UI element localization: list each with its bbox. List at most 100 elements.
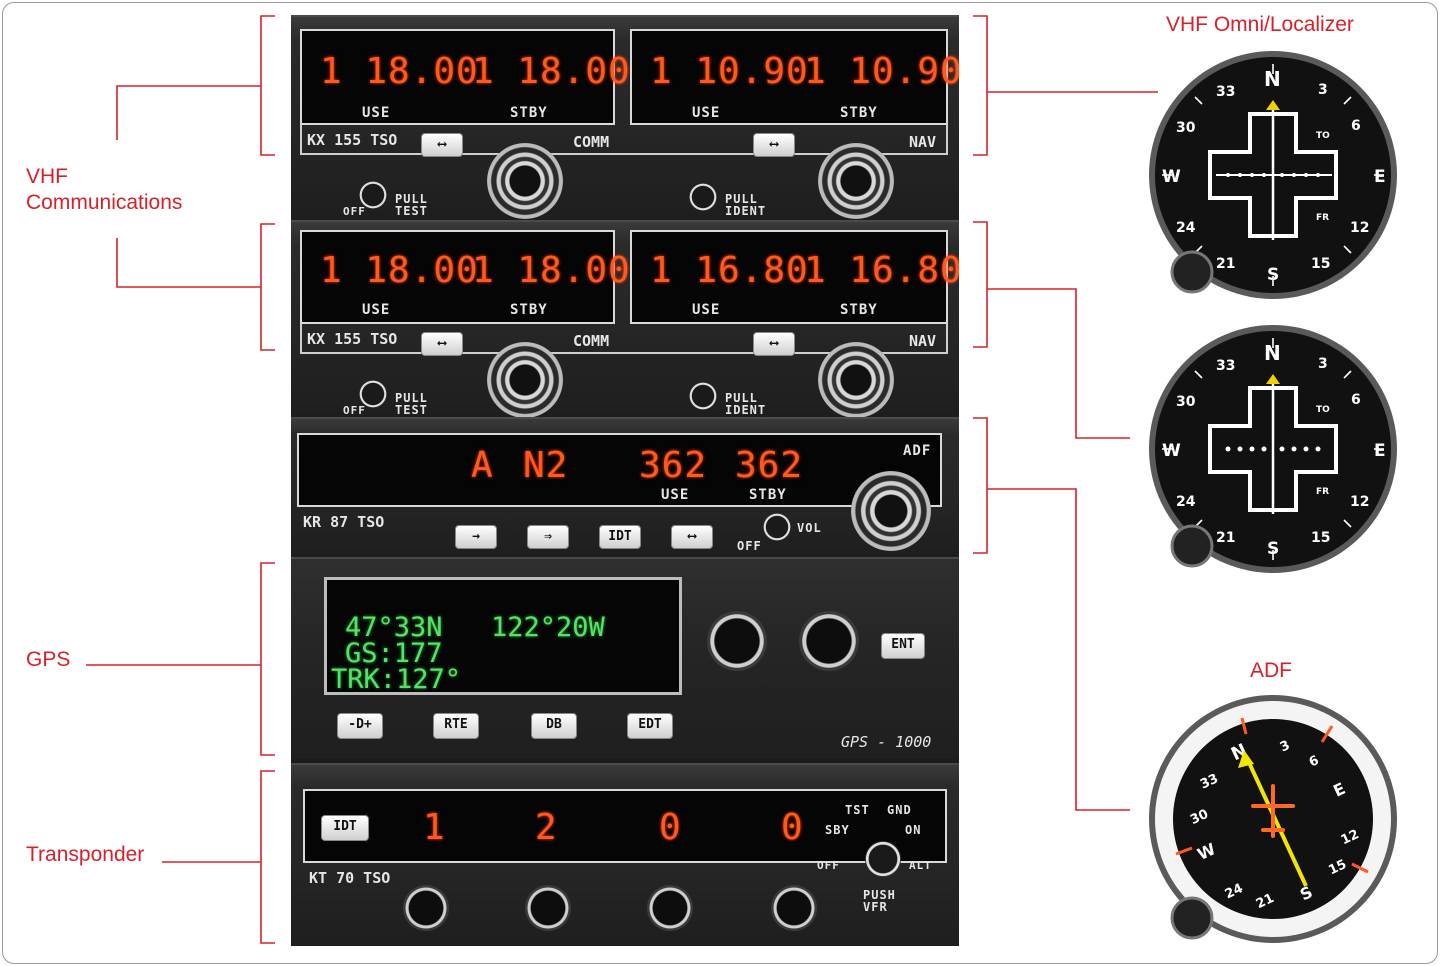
aircraft-symbol [1251,784,1295,838]
adf-button-double-arrow[interactable]: ⇒ [527,525,569,549]
gps-ent-button[interactable]: ENT [881,633,925,659]
volume-knob[interactable] [359,380,387,408]
gps-left-knob[interactable] [707,611,767,671]
gps-edt-button[interactable]: EDT [627,713,673,739]
card-s: S [1267,265,1279,285]
comm-label: COMM [573,332,610,350]
dots [1225,446,1321,452]
nav-tuning-knob[interactable] [818,342,894,418]
card-w: W [1162,167,1181,187]
card-6: 6 [1351,118,1361,134]
mode-selector-knob[interactable] [865,841,901,877]
index-triangle [1266,374,1280,384]
alt-label: ALT [909,859,932,872]
label-adf: ADF [1250,659,1292,682]
code-knob-1[interactable] [403,885,449,931]
nav-volume-knob[interactable] [689,183,717,211]
card-21: 21 [1216,256,1235,272]
gps-right-knob[interactable] [799,611,859,671]
use-label: USE [692,302,721,318]
label-vhf-line2: Communications [26,191,183,214]
gps-latitude: 47°33N [345,612,443,643]
nav-tuning-knob[interactable] [818,143,894,219]
faceplate-rim [300,324,948,354]
adf-mode-n2: N2 [523,445,569,486]
gps-longitude: 122°20W [491,612,605,643]
comm-window-2: 1 18.00 1 18.00 USE STBY [300,230,630,324]
volume-knob[interactable] [359,181,387,209]
stby-label: STBY [840,302,878,318]
card-12: 12 [1350,220,1369,236]
model-label: KR 87 TSO [303,513,385,531]
nav-use-freq: 1 16.80 [650,250,809,291]
gps-db-button[interactable]: DB [531,713,577,739]
nav-stby-freq: 1 10.90 [804,51,959,92]
adf-stby-freq: 362 [735,445,804,486]
code-digit-4: 0 [781,807,804,848]
vol-label: VOL [797,521,822,535]
comm-window-1: 1 18.00 1 18.00 USE STBY [300,29,630,125]
comm-stby-freq: 1 18.00 [472,250,631,291]
off-label: OFF [817,859,840,872]
gps-unit: 47°33N 122°20W GS:177 TRK:127° ENT -D+ R… [291,557,959,759]
card-12: 12 [1339,827,1362,848]
adf-tuning-knob[interactable] [851,471,931,551]
off-label: OFF [737,539,762,553]
card-21: 21 [1254,891,1277,912]
obs-knob [1170,250,1214,294]
off-label: OFF [343,404,366,417]
card-33: 33 [1216,358,1235,374]
card-6: 6 [1351,392,1361,408]
card-15: 15 [1326,857,1349,878]
adf-volume-knob[interactable] [763,513,791,541]
card-21: 21 [1216,530,1235,546]
bracket-nav-2 [973,221,988,348]
comm-flip-flop-button[interactable]: ⟷ [421,133,463,157]
bracket-adf [973,417,988,554]
fr-flag: FR [1316,213,1329,223]
comm-flip-flop-button[interactable]: ⟷ [421,332,463,356]
code-knob-2[interactable] [525,885,571,931]
adf-idt-button[interactable]: IDT [599,525,641,549]
code-knob-3[interactable] [647,885,693,931]
stby-label: STBY [749,487,787,503]
transponder-idt-button[interactable]: IDT [321,815,369,841]
card-w: W [1162,441,1181,461]
card-e: E [1374,167,1386,187]
code-knob-4[interactable] [771,885,817,931]
adf-radio: A N2 362 362 USE STBY ADF KR 87 TSO → ⇒ … [291,417,959,559]
label-vhf-line1: VHF [26,165,68,188]
nav-volume-knob[interactable] [689,382,717,410]
tick-ring [1162,338,1384,560]
adf-button-arrow[interactable]: → [455,525,497,549]
orange-index-marks [1175,717,1369,874]
label-vhf-omni-localizer: VHF Omni/Localizer [1166,13,1354,36]
gps-rte-button[interactable]: RTE [433,713,479,739]
model-label: KX 155 TSO [307,131,398,149]
adf-flip-flop-button[interactable]: ⟷ [671,525,713,549]
comm-stby-freq: 1 18.00 [472,51,631,92]
comm-use-freq: 1 18.00 [320,250,479,291]
use-label: USE [362,105,391,121]
nav-window-1: 1 10.90 1 10.90 USE STBY [630,29,959,125]
nav-flip-flop-button[interactable]: ⟷ [753,133,795,157]
to-flag: TO [1316,405,1330,415]
gnd-label: GND [887,803,912,817]
comm-tuning-knob[interactable] [487,143,563,219]
comm-tuning-knob[interactable] [487,342,563,418]
card-s: S [1267,539,1279,559]
nav-flip-flop-button[interactable]: ⟷ [753,332,795,356]
gps-direct-to-button[interactable]: -D+ [337,713,383,739]
code-digit-2: 2 [535,807,558,848]
leader-adf [987,488,1130,811]
nav-comm-radio-1: 1 18.00 1 18.00 USE STBY 1 10.90 1 10.90… [291,15,959,222]
gps-track: TRK:127° [331,664,462,695]
nav-use-freq: 1 10.90 [650,51,809,92]
card-n: N [1264,341,1281,365]
use-label: USE [362,302,391,318]
